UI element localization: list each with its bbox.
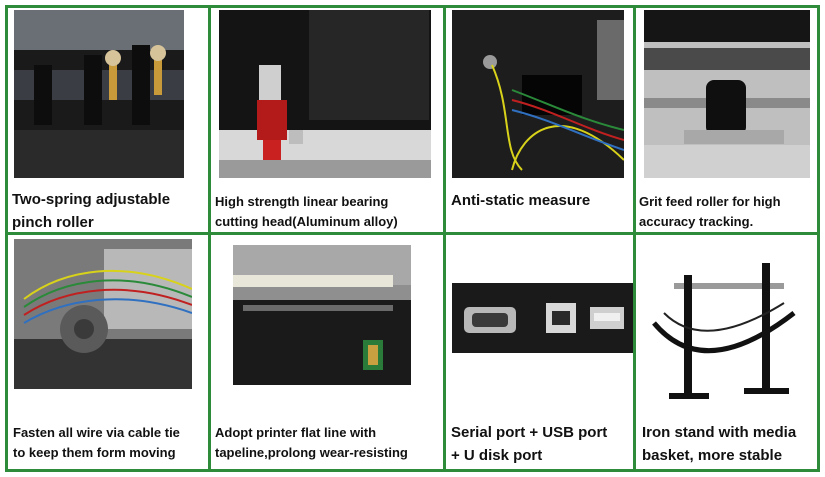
caption-line: to keep them form moving [13,445,176,461]
anti-static-photo [452,10,624,178]
caption-line: pinch roller [12,214,94,232]
panel-stand: Iron stand with media basket, more stabl… [636,235,817,469]
caption-line: + U disk port [451,447,543,465]
cutting-head-photo [219,10,431,178]
caption-line: accuracy tracking. [639,214,754,230]
panel-pinch-roller: Two-spring adjustable pinch roller [8,8,208,232]
caption-ports: Serial port + USB port + U disk port [451,421,607,468]
grit-roller-photo [644,10,810,178]
caption-line: tapeline,prolong wear-resisting [215,445,408,461]
caption-line: Adopt printer flat line with [215,425,377,440]
caption-stand: Iron stand with media basket, more stabl… [642,421,796,468]
caption-line: Fasten all wire via cable tie [13,425,180,440]
panel-cutting-head: High strength linear bearing cutting hea… [211,8,443,232]
feature-grid: Two-spring adjustable pinch roller High … [5,5,820,472]
panel-ports: Serial port + USB port + U disk port [446,235,633,469]
caption-line: cutting head(Aluminum alloy) [215,214,398,230]
cable-tie-photo [14,239,192,389]
caption-cutting-head: High strength linear bearing cutting hea… [215,192,398,232]
stand-photo [644,243,810,411]
caption-line: Serial port + USB port [451,424,608,441]
panel-cable-tie: Fasten all wire via cable tie to keep th… [8,235,208,469]
caption-line: Two-spring adjustable [12,191,171,208]
caption-line: High strength linear bearing [215,194,389,209]
caption-cable-tie: Fasten all wire via cable tie to keep th… [13,423,180,463]
caption-line: Anti-static measure [451,192,591,209]
flat-line-photo [233,245,411,385]
pinch-roller-photo [14,10,184,178]
ports-photo [452,283,633,353]
caption-flat-line: Adopt printer flat line with tapeline,pr… [215,423,408,463]
panel-anti-static: Anti-static measure [446,8,633,232]
panel-grit-roller: Grit feed roller for high accuracy track… [636,8,817,232]
panel-flat-line: Adopt printer flat line with tapeline,pr… [211,235,443,469]
caption-line: Grit feed roller for high [639,194,781,209]
caption-pinch-roller: Two-spring adjustable pinch roller [12,188,170,232]
caption-line: basket, more stable [642,447,783,465]
caption-anti-static: Anti-static measure [451,189,590,212]
caption-line: Iron stand with media [642,424,797,441]
caption-grit-roller: Grit feed roller for high accuracy track… [639,192,781,232]
